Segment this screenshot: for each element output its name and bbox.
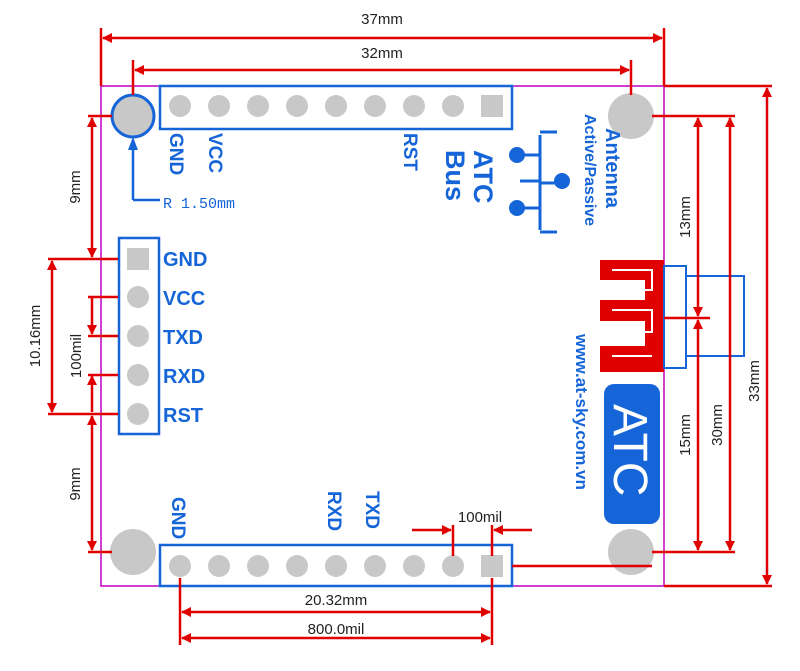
bottom-pin — [403, 555, 425, 577]
bottom-pin — [208, 555, 230, 577]
side-label-vcc: VCC — [163, 288, 205, 310]
side-header-labels: GND VCC TXD RXD RST — [163, 249, 207, 427]
side-pin — [127, 325, 149, 347]
bottom-header-pins — [169, 555, 503, 577]
dim-pin-100mil: 100mil — [458, 509, 502, 526]
side-label-txd: TXD — [163, 327, 203, 349]
side-label-gnd: GND — [163, 249, 207, 271]
atc-logo: ATC — [603, 384, 660, 524]
top-header-pins — [169, 95, 503, 117]
bottom-label-gnd: GND — [167, 497, 188, 539]
top-pin — [364, 95, 386, 117]
side-pin-square — [127, 248, 149, 270]
top-pin — [403, 95, 425, 117]
antenna-trace-highlight — [612, 269, 653, 357]
dim-radius: R 1.50mm — [163, 196, 235, 213]
top-pin-square — [481, 95, 503, 117]
top-pin — [247, 95, 269, 117]
radius-arrow — [128, 137, 138, 150]
top-pin — [325, 95, 347, 117]
bottom-pin — [364, 555, 386, 577]
mounting-hole-bottom-left — [110, 529, 156, 575]
logo-badge — [604, 384, 660, 524]
dim-10-16mm: 10.16mm — [27, 305, 44, 368]
top-label-vcc: VCC — [204, 133, 225, 173]
side-pin — [127, 403, 149, 425]
bus-dot — [509, 147, 525, 163]
antenna-subtitle: Active/Passive — [581, 114, 598, 226]
antenna-label: Antenna Active/Passive — [581, 114, 623, 226]
dim-bottom-9mm: 9mm — [67, 467, 84, 500]
bottom-label-rxd: RXD — [323, 491, 344, 531]
bottom-label-txd: TXD — [361, 491, 382, 529]
dim-37mm: 37mm — [361, 11, 403, 28]
bus-line2: Bus — [440, 150, 470, 201]
antenna-title: Antenna — [601, 128, 623, 209]
bottom-pin — [286, 555, 308, 577]
top-pin — [286, 95, 308, 117]
side-pin — [127, 364, 149, 386]
side-header-pins — [127, 248, 149, 425]
bus-line1: ATC — [468, 150, 498, 204]
bottom-pin — [247, 555, 269, 577]
bottom-pin-square — [481, 555, 503, 577]
top-pin — [442, 95, 464, 117]
side-pin — [127, 286, 149, 308]
logo-text: ATC — [603, 404, 656, 496]
side-header-outline — [117, 236, 161, 436]
dim-33mm: 33mm — [746, 360, 763, 402]
dim-top-9mm: 9mm — [67, 170, 84, 203]
antenna-trace — [600, 260, 664, 372]
mounting-hole-bottom-right — [608, 529, 654, 575]
dim-15mm: 15mm — [677, 414, 694, 456]
top-header-outline — [158, 84, 514, 131]
atc-bus-label: ATC Bus — [440, 150, 498, 204]
top-label-gnd: GND — [165, 133, 186, 175]
dim-20-32mm: 20.32mm — [305, 592, 368, 609]
side-label-rst: RST — [163, 405, 203, 427]
bus-dot — [509, 200, 525, 216]
dim-13mm: 13mm — [677, 196, 694, 238]
top-label-rst: RST — [399, 133, 420, 171]
bottom-pin — [325, 555, 347, 577]
mounting-hole-top-left — [110, 93, 156, 139]
dimension-lines — [47, 28, 772, 645]
bottom-header-labels: GND RXD TXD — [167, 491, 382, 539]
antenna-element — [600, 260, 745, 372]
top-pin — [208, 95, 230, 117]
bottom-pin — [169, 555, 191, 577]
dim-side-100mil: 100mil — [68, 334, 85, 378]
dim-800mil: 800.0mil — [308, 621, 365, 638]
website-text: www.at-sky.com.vn — [572, 333, 591, 490]
top-pin — [169, 95, 191, 117]
mounting-hole-top-right — [608, 93, 654, 139]
bus-dot — [554, 173, 570, 189]
bottom-pin — [442, 555, 464, 577]
bus-dots — [509, 147, 570, 216]
dim-30mm: 30mm — [709, 404, 726, 446]
dim-32mm: 32mm — [361, 45, 403, 62]
antenna-connector — [685, 275, 745, 357]
top-header-labels: GND VCC RST — [165, 133, 420, 175]
side-label-rxd: RXD — [163, 366, 205, 388]
